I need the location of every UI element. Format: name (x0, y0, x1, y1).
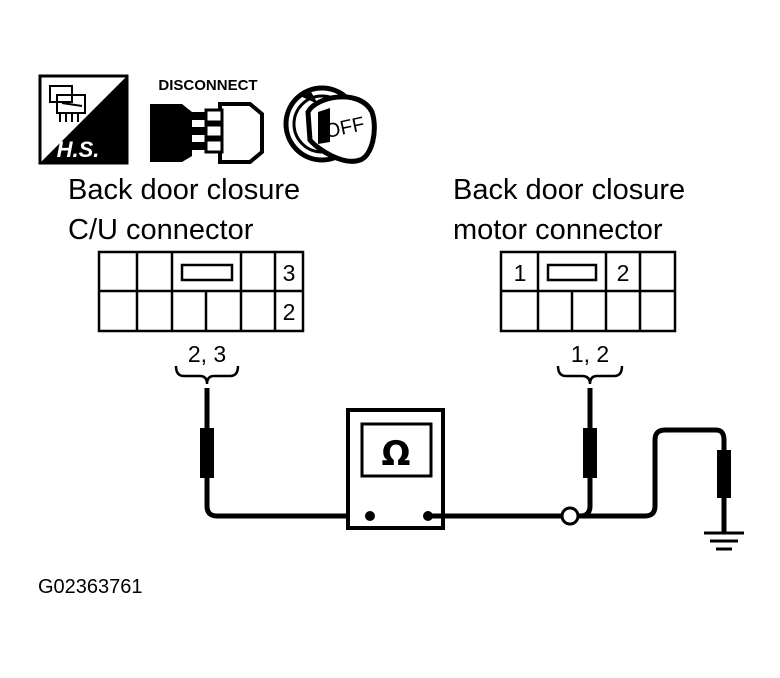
cu-pin-3: 3 (283, 260, 296, 286)
motor-connector-title-line1: Back door closure (453, 174, 686, 206)
motor-probe-lead (428, 388, 731, 532)
cu-probe-lead (200, 388, 368, 519)
motor-pin-2: 2 (617, 260, 630, 286)
cu-connector-face (97, 250, 305, 333)
cu-connector-title-line2: C/U connector (68, 214, 254, 246)
ohmmeter: Ω (346, 408, 445, 530)
hs-label: H.S. (57, 137, 100, 162)
ignition-key-off-icon: OFF (283, 85, 377, 164)
motor-connector-title-line2: motor connector (453, 214, 663, 246)
motor-terminal-label: 1, 2 (571, 341, 609, 367)
motor-pin-1: 1 (514, 260, 527, 286)
wire-junction (560, 506, 580, 526)
cu-connector-title-line1: Back door closure (68, 174, 301, 206)
ground-symbol-icon (704, 531, 744, 551)
motor-connector-face (499, 250, 677, 333)
ohm-symbol: Ω (382, 434, 411, 474)
disconnect-label: DISCONNECT (158, 77, 257, 94)
motor-terminal-brace (556, 365, 624, 385)
harness-symbol-icon: H.S. (38, 74, 129, 165)
cu-pin-2: 2 (283, 299, 296, 325)
disconnect-icon: DISCONNECT (150, 77, 264, 164)
cu-terminal-label: 2, 3 (188, 341, 226, 367)
figure-code: G02363761 (38, 576, 143, 598)
cu-terminal-brace (174, 365, 240, 385)
